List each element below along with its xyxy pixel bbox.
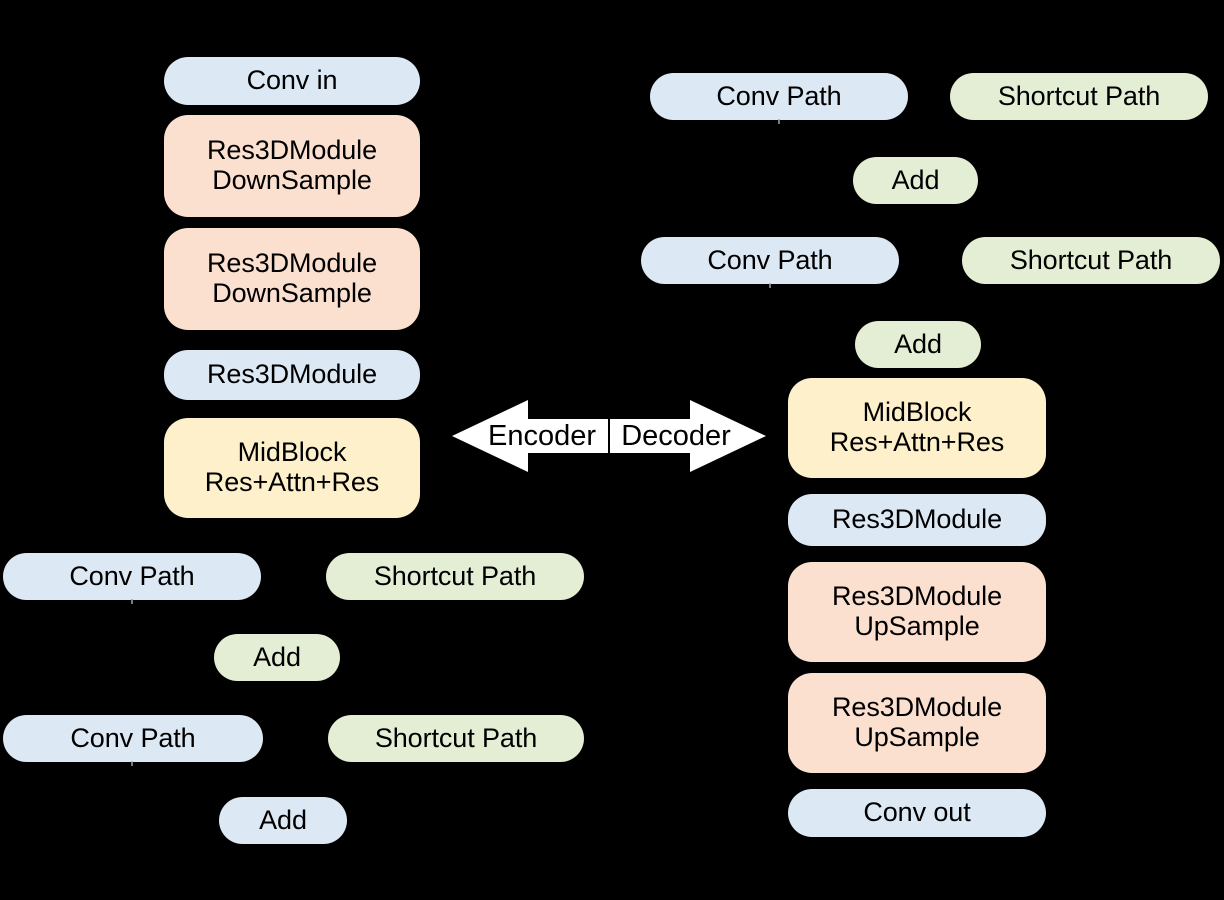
node-midblock-encoder[interactable]: MidBlock Res+Attn+Res bbox=[164, 418, 420, 518]
node-label: Conv in bbox=[246, 65, 338, 96]
node-label-line-2: UpSample bbox=[854, 722, 980, 752]
node-conv-path-tr-2[interactable]: Conv Path bbox=[641, 237, 899, 284]
node-label-line-2: UpSample bbox=[854, 611, 980, 641]
node-conv-in[interactable]: Conv in bbox=[164, 57, 420, 105]
node-shortcut-path-tr-1[interactable]: Shortcut Path bbox=[950, 73, 1208, 120]
node-label-line-1: Res3DModule bbox=[207, 248, 377, 279]
node-midblock-decoder[interactable]: MidBlock Res+Attn+Res bbox=[788, 378, 1046, 478]
node-label-line-1: MidBlock bbox=[862, 397, 972, 428]
encoder-arrow bbox=[452, 400, 608, 472]
node-res3dmodule-downsample-1[interactable]: Res3DModule DownSample bbox=[164, 115, 420, 217]
node-label-line-2: Res+Attn+Res bbox=[204, 467, 380, 497]
node-label-line-2: DownSample bbox=[212, 165, 372, 195]
node-res3dmodule-encoder[interactable]: Res3DModule bbox=[164, 350, 420, 400]
node-conv-out[interactable]: Conv out bbox=[788, 789, 1046, 837]
node-label: Shortcut Path bbox=[374, 722, 538, 753]
node-add-tr-2[interactable]: Add bbox=[855, 321, 981, 368]
node-label-line-2: Res+Attn+Res bbox=[829, 427, 1005, 457]
node-label: Add bbox=[891, 164, 940, 195]
node-label-line-1: Res3DModule bbox=[832, 581, 1002, 612]
node-shortcut-path-tr-2[interactable]: Shortcut Path bbox=[962, 237, 1220, 284]
node-label: Conv Path bbox=[69, 560, 195, 591]
node-res3dmodule-upsample-2[interactable]: Res3DModule UpSample bbox=[788, 673, 1046, 773]
node-shortcut-path-bl-1[interactable]: Shortcut Path bbox=[326, 553, 584, 600]
connector-tick bbox=[778, 119, 780, 124]
decoder-arrow-label: Decoder bbox=[621, 419, 731, 452]
node-label: Res3DModule bbox=[207, 359, 377, 390]
node-conv-path-bl-2[interactable]: Conv Path bbox=[3, 715, 263, 762]
node-label: Conv Path bbox=[707, 244, 833, 275]
node-conv-path-bl-1[interactable]: Conv Path bbox=[3, 553, 261, 600]
connector-tick bbox=[131, 761, 133, 766]
node-res3dmodule-downsample-2[interactable]: Res3DModule DownSample bbox=[164, 228, 420, 330]
node-label: Add bbox=[259, 804, 307, 835]
node-label: Add bbox=[894, 328, 942, 359]
node-res3dmodule-decoder[interactable]: Res3DModule bbox=[788, 494, 1046, 546]
node-label-line-1: MidBlock bbox=[237, 437, 347, 468]
connector-tick bbox=[769, 283, 771, 288]
connector-tick bbox=[131, 599, 133, 604]
node-res3dmodule-upsample-1[interactable]: Res3DModule UpSample bbox=[788, 562, 1046, 662]
node-add-bl-2[interactable]: Add bbox=[219, 797, 347, 844]
node-label: Shortcut Path bbox=[373, 560, 537, 591]
node-label-line-1: Res3DModule bbox=[207, 135, 377, 166]
node-label-line-1: Res3DModule bbox=[832, 692, 1002, 723]
node-label: Shortcut Path bbox=[997, 80, 1161, 111]
decoder-arrow bbox=[610, 400, 766, 472]
node-conv-path-tr-1[interactable]: Conv Path bbox=[650, 73, 908, 120]
node-shortcut-path-bl-2[interactable]: Shortcut Path bbox=[328, 715, 584, 762]
node-label: Res3DModule bbox=[832, 504, 1002, 535]
node-label: Add bbox=[253, 641, 301, 672]
node-label: Conv Path bbox=[716, 80, 842, 111]
node-add-tr-1[interactable]: Add bbox=[853, 157, 978, 204]
encoder-arrow-label: Encoder bbox=[487, 419, 596, 452]
node-label: Shortcut Path bbox=[1009, 244, 1173, 275]
node-label: Conv Path bbox=[70, 722, 196, 753]
node-label: Conv out bbox=[863, 797, 971, 828]
node-label-line-2: DownSample bbox=[212, 278, 372, 308]
node-add-bl-1[interactable]: Add bbox=[214, 634, 340, 681]
